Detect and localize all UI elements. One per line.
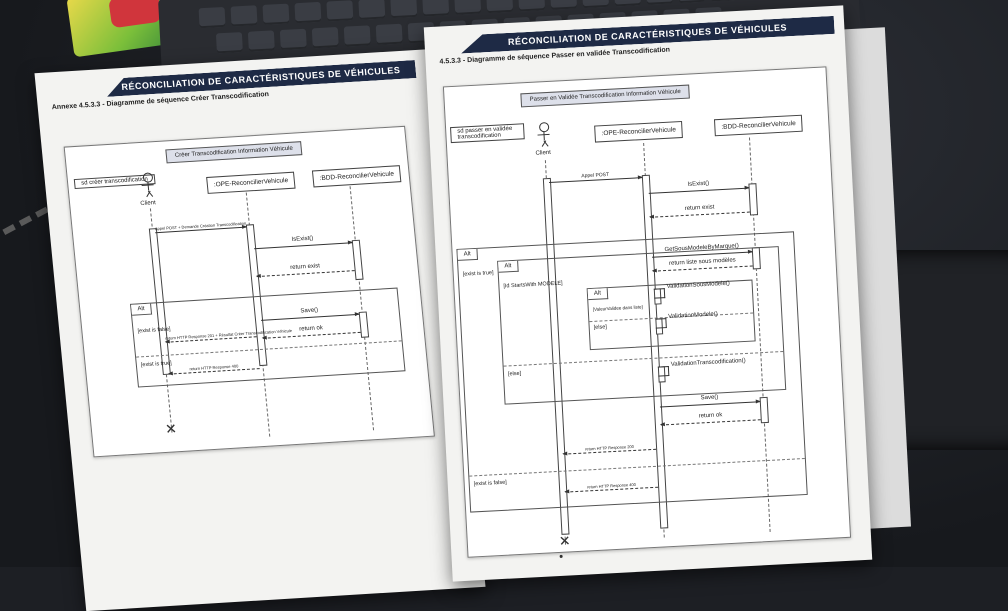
right-outer-alt-tag: Alt: [457, 248, 479, 261]
right-lifeline-ope: :OPE-ReconcilierVehicule: [594, 120, 684, 143]
client-actor-icon: [139, 172, 155, 199]
right-actor-label: Client: [535, 149, 552, 157]
right-sequence-diagram: Passer en Validée Transcodification Info…: [442, 66, 852, 558]
right-guard-modele: [Id StartsWith MODELE]: [503, 280, 563, 290]
right-diagram-title: Passer en Validée Transcodification Info…: [520, 84, 691, 108]
left-guard-false: [exist is false]: [137, 326, 171, 335]
right-inner-alt-tag: Alt: [587, 288, 609, 301]
left-actor-label: Client: [140, 200, 157, 208]
left-sequence-diagram: Créer Transcodification Information Véhi…: [63, 125, 435, 458]
left-page-subtitle: Annexe 4.5.3.3 - Diagramme de séquence C…: [51, 91, 270, 112]
right-guard-exist-false: [exist is false]: [473, 479, 507, 488]
right-page: RÉCONCILIATION DE CARACTÉRISTIQUES DE VÉ…: [423, 5, 873, 582]
right-guard-valeur: [ValeurValidee dans liste]: [592, 304, 643, 312]
right-msg-appel-post: Appel POST: [581, 171, 610, 180]
left-msg-isexist: IsExist(): [291, 235, 314, 243]
right-guard-inner-else: [else]: [593, 324, 608, 331]
right-diagram-frame-label: sd passer en validée transcodification: [450, 123, 525, 144]
right-msg-return-exist: return exist: [684, 204, 715, 212]
left-alt-tag: Alt: [131, 303, 153, 316]
left-msg-return-exist: return exist: [290, 263, 321, 272]
client-actor-icon: [536, 121, 551, 149]
left-msg-appel-post: Appel POST + Demande Création Transcodif…: [154, 220, 247, 232]
right-msg-isexist: IsExist(): [687, 180, 710, 188]
right-guard-exist-true: [exist is true]: [462, 270, 494, 278]
left-lifeline-ope: :OPE-ReconcilierVehicule: [206, 171, 297, 194]
right-destroy-icon: ✕: [558, 532, 571, 549]
left-page: RÉCONCILIATION DE CARACTÉRISTIQUES DE VÉ…: [34, 48, 486, 611]
right-guard-mid-else: [else]: [507, 370, 522, 378]
right-lifeline-bdd: :BDD-ReconcilierVehicule: [713, 114, 804, 137]
right-mid-alt-tag: Alt: [498, 260, 519, 273]
left-diagram-title: Créer Transcodification Information Véhi…: [165, 141, 303, 164]
left-lifeline-bdd: :BDD-ReconcilierVehicule: [311, 165, 402, 188]
left-destroy-icon: ✕: [164, 420, 178, 437]
